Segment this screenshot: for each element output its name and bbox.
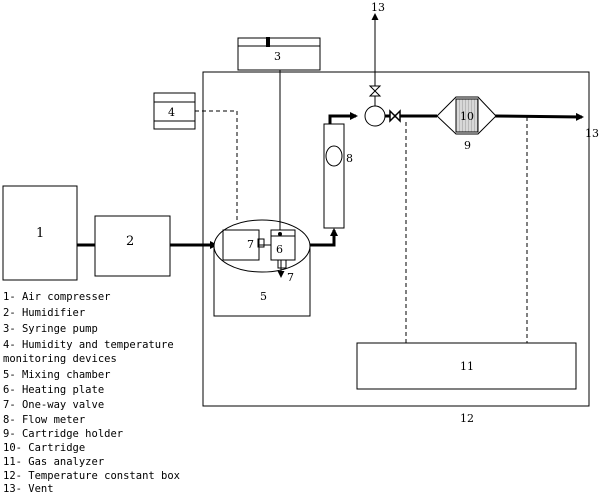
legend-item: 4- Humidity and temperature: [3, 339, 174, 351]
legend-item: 9- Cartridge holder: [3, 428, 123, 440]
label-5: 5: [260, 290, 267, 303]
label-13-top: 13: [371, 1, 385, 14]
air-compressor: 1: [2, 185, 78, 281]
label-12: 12: [460, 412, 474, 425]
label-11: 11: [460, 360, 474, 373]
legend-item: 1- Air compresser: [3, 291, 110, 303]
humidity-temperature-monitor: 4: [153, 92, 238, 222]
legend-item: 8- Flow meter: [3, 414, 85, 426]
label-1: 1: [36, 226, 44, 241]
legend-item: 10- Cartridge: [3, 442, 85, 454]
label-8: 8: [346, 152, 353, 165]
legend-item: 7- One-way valve: [3, 399, 104, 411]
cartridge-holder: 10 9: [436, 96, 497, 152]
label-10: 10: [460, 110, 474, 123]
label-4: 4: [168, 106, 175, 119]
legend-item: 6- Heating plate: [3, 384, 104, 396]
legend: 1- Air compresser 2- Humidifier 3- Syrin…: [3, 291, 180, 494]
syringe-pump: 3: [237, 37, 321, 236]
legend-item: 2- Humidifier: [3, 307, 85, 319]
legend-item: 3- Syringe pump: [3, 323, 98, 335]
humidifier: 2: [94, 215, 171, 277]
label-9: 9: [464, 139, 471, 152]
label-7-outlet: 7: [287, 271, 294, 284]
legend-item: 5- Mixing chamber: [3, 369, 110, 381]
label-2: 2: [126, 234, 134, 249]
shutoff-valve: [389, 109, 401, 123]
temperature-constant-box: 12: [202, 71, 590, 425]
flow-meter: 8: [323, 123, 353, 229]
mixing-chamber: 5 7 6 7: [213, 219, 311, 317]
legend-item: 11- Gas analyzer: [3, 456, 104, 468]
legend-item: 13- Vent: [3, 483, 54, 494]
label-6: 6: [276, 243, 283, 256]
label-3: 3: [274, 50, 281, 63]
gas-analyzer: 11: [356, 117, 577, 390]
label-13-right: 13: [585, 127, 599, 140]
legend-item: 12- Temperature constant box: [3, 470, 180, 482]
vent-junction: 13: [364, 1, 386, 127]
legend-item: monitoring devices: [3, 353, 117, 365]
label-7-valve: 7: [247, 238, 254, 251]
